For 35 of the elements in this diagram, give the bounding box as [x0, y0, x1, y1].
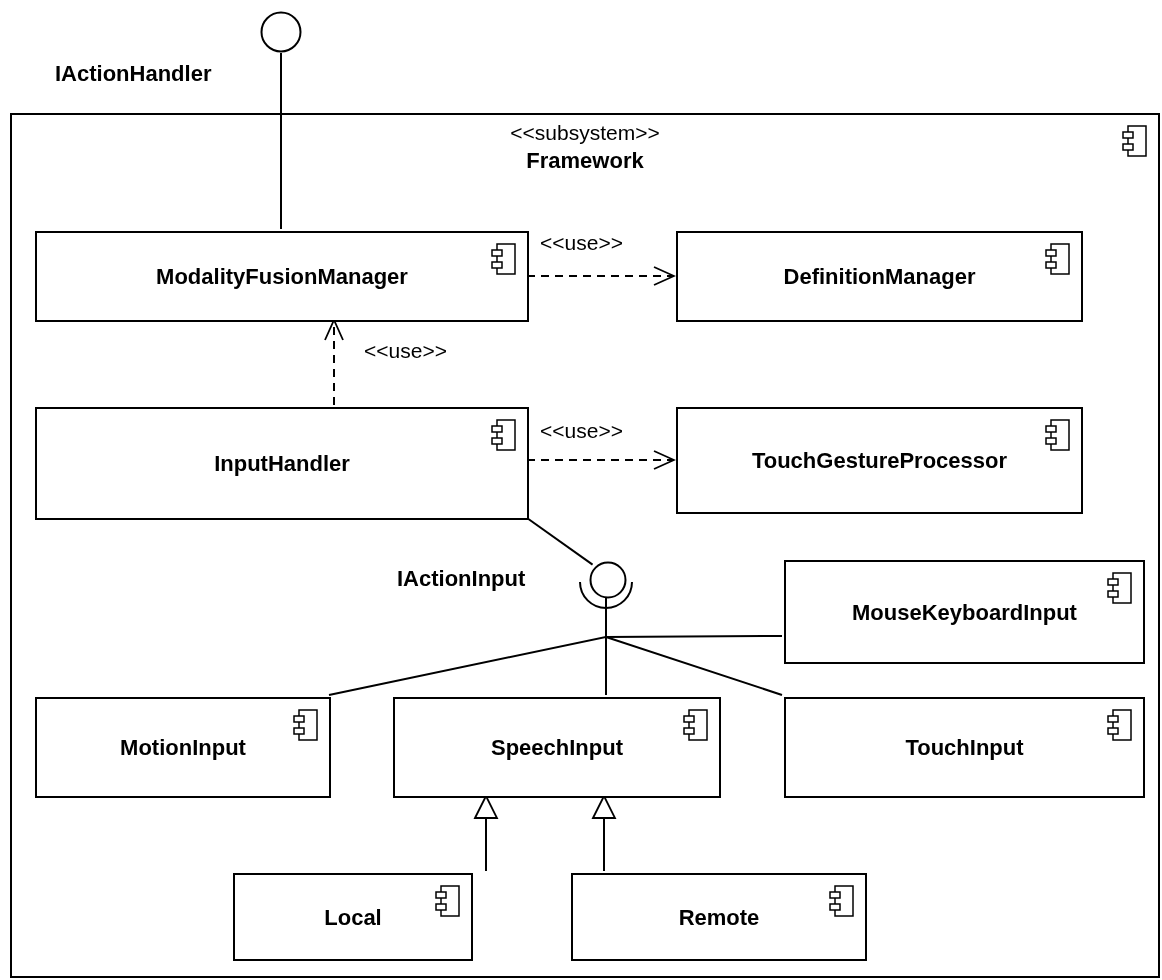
component-box [571, 873, 867, 961]
component-name: InputHandler [214, 450, 350, 478]
component-box [393, 697, 721, 798]
interface-label: IActionInput [397, 565, 526, 593]
component-name: SpeechInput [491, 734, 623, 762]
dependency-arrow [324, 319, 344, 406]
component-box [35, 697, 331, 798]
component-name: TouchInput [905, 734, 1024, 762]
interface-label: IActionHandler [55, 60, 212, 88]
subsystem-frame [10, 113, 1160, 978]
interface-circle [589, 561, 627, 599]
component-box [784, 560, 1145, 664]
interface-circle [260, 11, 302, 53]
component-name: DefinitionManager [783, 263, 976, 291]
component-box [35, 231, 529, 322]
component-name: ModalityFusionManager [156, 263, 408, 291]
connector-line [280, 52, 282, 230]
component-box [784, 697, 1145, 798]
subsystem-name: Framework [526, 147, 644, 175]
dependency-arrow [526, 266, 675, 286]
dependency-arrow [526, 450, 675, 470]
component-box [233, 873, 473, 961]
component-box [35, 407, 529, 520]
component-name: MotionInput [120, 734, 246, 762]
connector-line [526, 517, 594, 566]
generalization-arrow [592, 795, 616, 872]
component-box [676, 407, 1083, 514]
component-name: MouseKeyboardInput [852, 598, 1077, 627]
stereotype-label: <<subsystem>> [510, 120, 660, 146]
component-name: TouchGestureProcessor [751, 447, 1008, 475]
component-box [676, 231, 1083, 322]
generalization-arrow [474, 795, 498, 872]
component-name: Local [324, 903, 382, 932]
component-name: Remote [678, 903, 760, 932]
connector-line [605, 596, 783, 696]
